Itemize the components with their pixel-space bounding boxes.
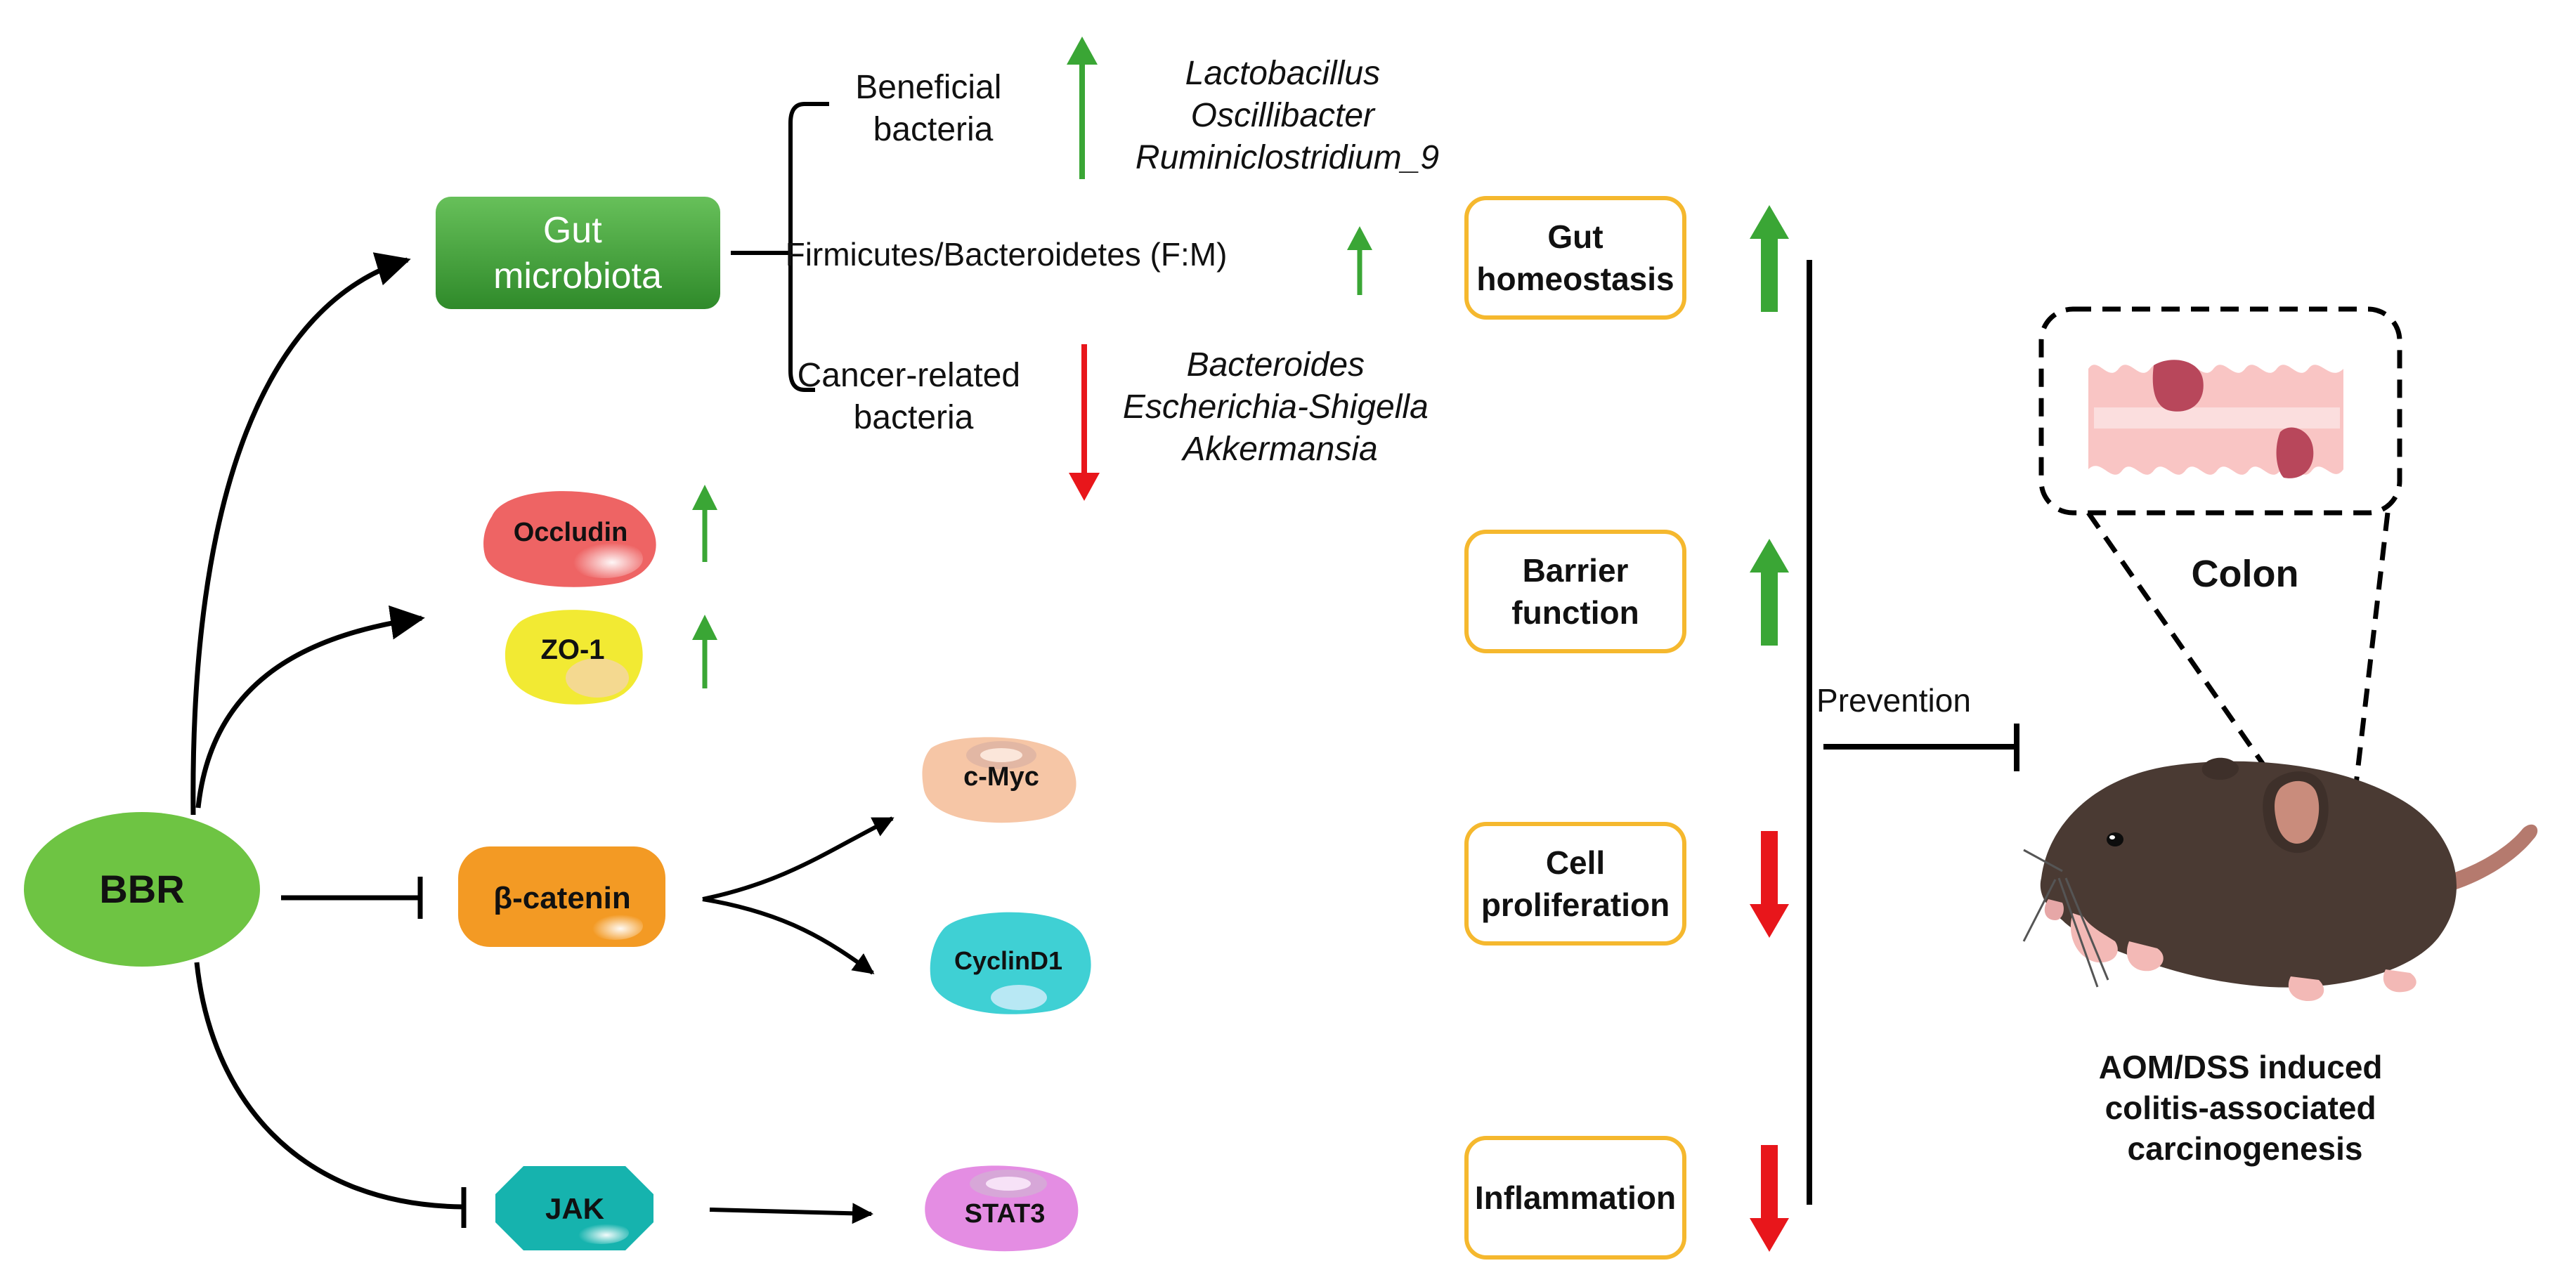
- cyclind1-node: [930, 912, 1091, 1014]
- inhibit-bbr-to-jak: [194, 962, 463, 1210]
- taxon-ruminiclostridium: Ruminiclostridium_9: [1136, 139, 1439, 176]
- outcome-label-1-line-0: Barrier: [1523, 552, 1629, 589]
- zo1-up-arrow: [692, 615, 717, 688]
- beta-catenin-label: β-catenin: [493, 881, 631, 915]
- outcome-arrow-up-0: [1750, 205, 1789, 312]
- outcome-arrow-down-3: [1750, 1145, 1789, 1252]
- beneficial-taxa: Lactobacillus Oscillibacter Ruminiclostr…: [1136, 55, 1439, 176]
- bbr-label: BBR: [99, 867, 184, 911]
- occludin-up-arrow: [692, 485, 717, 562]
- bbr-node: [24, 812, 260, 967]
- model-label: AOM/DSS induced colitis-associated carci…: [2099, 1049, 2392, 1167]
- gut-microbiota-label: Gut microbiota: [493, 210, 662, 296]
- outcome-label-1-line-1: function: [1511, 594, 1639, 631]
- beneficial-up-arrow: [1067, 37, 1098, 179]
- zo1-node: [505, 610, 643, 705]
- beneficial-label-line-1: Beneficial: [855, 69, 1001, 106]
- beneficial-label-line-2: bacteria: [873, 111, 994, 148]
- gut-microbiota-line-2: microbiota: [493, 256, 662, 296]
- outcome-box-3: [1464, 1136, 1686, 1260]
- microbiota-bracket: [731, 102, 829, 392]
- outcome-label-3: Inflammation: [1475, 1179, 1676, 1216]
- arrow-bbr-to-gut-microbiota: [190, 252, 411, 816]
- prevention-label: Prevention: [1816, 682, 1971, 719]
- beta-catenin-node: [458, 846, 665, 947]
- zo1-label: ZO-1: [540, 634, 604, 665]
- cancer-label-line-2: bacteria: [854, 399, 974, 436]
- beneficial-bacteria-label: Beneficial bacteria: [855, 69, 1010, 148]
- cyclind1-label: CyclinD1: [954, 946, 1062, 975]
- stat3-label: STAT3: [965, 1199, 1046, 1229]
- cancer-label-line-1: Cancer-related: [798, 357, 1020, 394]
- outcome-label-1: Barrier function: [1511, 552, 1639, 631]
- taxon-lactobacillus: Lactobacillus: [1185, 55, 1381, 92]
- outcome-box-0: [1464, 196, 1686, 320]
- outcome-label-0-line-0: Gut: [1547, 218, 1603, 255]
- outcome-box-1: [1464, 530, 1686, 653]
- mouse-illustration: [2022, 757, 2538, 1001]
- cmyc-label: c-Myc: [963, 762, 1039, 792]
- occludin-label: Occludin: [514, 518, 628, 547]
- occludin-node: [483, 491, 656, 587]
- outcome-arrow-up-1: [1750, 539, 1789, 646]
- jak-label: JAK: [545, 1192, 604, 1225]
- outcome-label-2: Cell proliferation: [1481, 844, 1670, 923]
- taxon-escherichia-shigella: Escherichia-Shigella: [1123, 388, 1429, 426]
- stat3-node: [925, 1165, 1079, 1252]
- outcome-label-0-line-1: homeostasis: [1476, 261, 1674, 297]
- cancer-taxa: Bacteroides Escherichia-Shigella Akkerma…: [1123, 346, 1438, 468]
- cancer-bacteria-label: Cancer-related bacteria: [798, 357, 1030, 436]
- outcome-label-2-line-1: proliferation: [1481, 887, 1670, 923]
- taxon-bacteroides: Bacteroides: [1187, 346, 1365, 384]
- model-label-line-1: AOM/DSS induced: [2099, 1049, 2383, 1085]
- gut-microbiota-line-1: Gut: [543, 210, 602, 251]
- outcome-box-2: [1464, 822, 1686, 946]
- colon-label: Colon: [2192, 553, 2299, 595]
- taxon-oscillibacter: Oscillibacter: [1191, 97, 1376, 134]
- outcome-label-0: Gut homeostasis: [1476, 218, 1674, 297]
- model-label-line-3: carcinogenesis: [2128, 1130, 2363, 1167]
- arrow-jak-to-stat3: [709, 1203, 873, 1224]
- gut-microbiota-node: [436, 197, 720, 309]
- model-label-line-2: colitis-associated: [2105, 1090, 2376, 1126]
- cmyc-node: [922, 737, 1076, 823]
- arrow-beta-catenin-to-cmyc: [702, 816, 895, 901]
- jak-node: [495, 1166, 653, 1250]
- outcome-arrow-down-2: [1750, 831, 1789, 938]
- outcome-label-2-line-0: Cell: [1546, 844, 1605, 881]
- firmicutes-bacteroidetes-label: Firmicutes/Bacteroidetes (F:M): [786, 236, 1228, 273]
- colon-illustration: [2088, 360, 2343, 478]
- arrow-beta-catenin-to-cyclind1: [702, 897, 875, 975]
- ratio-up-arrow: [1347, 226, 1372, 295]
- outcome-label-3-line-0: Inflammation: [1475, 1179, 1676, 1216]
- cancer-bacteria-down-arrow: [1069, 344, 1100, 501]
- taxon-akkermansia: Akkermansia: [1180, 431, 1377, 468]
- arrow-bbr-to-tight-junctions: [195, 605, 425, 809]
